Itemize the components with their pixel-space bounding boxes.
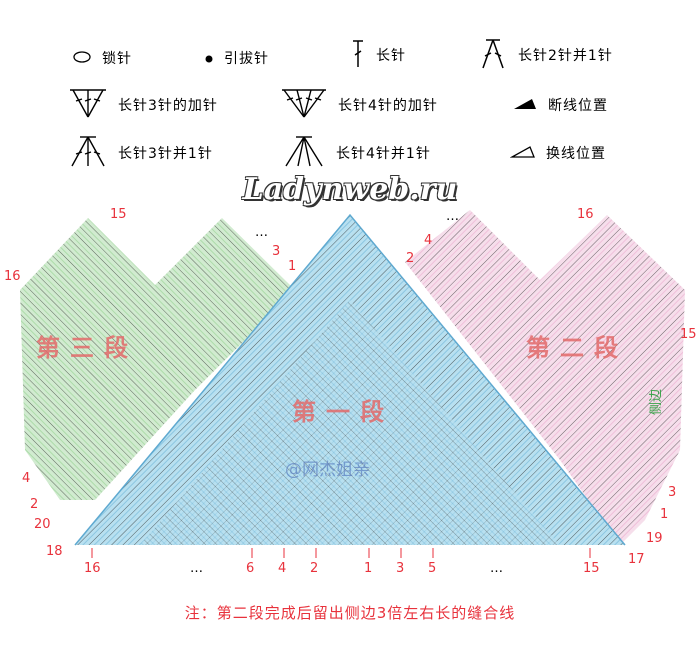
- brand-watermark: Ladynweb.ru: [242, 172, 458, 207]
- row-label: 18: [46, 544, 63, 559]
- row-label: …: [446, 209, 459, 224]
- row-label: 3: [272, 244, 280, 259]
- row-label: 4: [22, 471, 30, 486]
- dc3-increase-icon: [68, 87, 108, 123]
- legend-item-dc: 长针: [350, 40, 406, 70]
- legend-label: 长针3针的加针: [118, 98, 218, 114]
- legend-item-chain: 锁针: [72, 43, 132, 73]
- dc4tog-icon: [282, 134, 326, 172]
- legend-label: 长针3针并1针: [118, 146, 213, 162]
- legend-item-dc3inc: 长针3针的加针: [68, 87, 218, 123]
- row-label: …: [255, 225, 268, 240]
- third-section: [20, 218, 295, 500]
- row-label: 15: [110, 207, 127, 222]
- row-label: …: [490, 561, 503, 576]
- legend-item-join: 换线位置: [509, 138, 606, 168]
- slip-stitch-icon: [204, 49, 214, 68]
- row-label: 6: [246, 561, 254, 576]
- legend-label: 锁针: [102, 51, 132, 67]
- row-label: 5: [428, 561, 436, 576]
- row-label: 20: [34, 517, 51, 532]
- row-label: 17: [628, 552, 645, 567]
- row-label: 15: [680, 327, 697, 342]
- section-title-third: 第三段: [36, 334, 138, 362]
- legend-item-dc4inc: 长针4针的加针: [280, 87, 438, 123]
- row-label: 15: [583, 561, 600, 576]
- row-label: 16: [577, 207, 594, 222]
- row-label: 19: [646, 531, 663, 546]
- watermark-text: @网杰姐亲: [285, 460, 370, 480]
- chain-stitch-icon: [72, 49, 92, 68]
- section-title-side: 侧边: [649, 389, 664, 415]
- row-label: 2: [30, 497, 38, 512]
- legend-item-slip: 引拔针: [204, 43, 269, 73]
- bottom-arrows: [91, 548, 591, 558]
- double-crochet-icon: [350, 37, 366, 73]
- legend-label: 断线位置: [548, 98, 608, 114]
- legend-label: 换线位置: [546, 146, 606, 162]
- row-label: 4: [278, 561, 286, 576]
- legend-label: 长针4针的加针: [338, 98, 438, 114]
- row-label: 3: [668, 485, 676, 500]
- row-label: 1: [364, 561, 372, 576]
- legend-label: 长针: [376, 48, 406, 64]
- legend-item-dc3tog: 长针3针并1针: [68, 136, 213, 168]
- legend-item-dc2tog: 长针2针并1针: [478, 39, 613, 70]
- section-title-first: 第一段: [292, 398, 394, 426]
- row-label: 3: [396, 561, 404, 576]
- row-label: 2: [310, 561, 318, 576]
- section-title-second: 第二段: [526, 334, 628, 362]
- row-label: 1: [660, 507, 668, 522]
- row-label: 16: [4, 269, 21, 284]
- row-label: 1: [288, 259, 296, 274]
- second-section: [405, 210, 685, 545]
- first-section: [74, 213, 626, 546]
- row-label: 4: [424, 233, 432, 248]
- legend-item-dc4tog: 长针4针并1针: [282, 136, 431, 168]
- footnote: 注：第二段完成后留出侧边3倍左右长的缝合线: [184, 604, 516, 622]
- legend-label: 长针2针并1针: [518, 48, 613, 64]
- legend-label: 引拔针: [224, 51, 269, 67]
- row-label: 2: [406, 251, 414, 266]
- break-yarn-icon: [512, 96, 538, 115]
- row-label: 16: [84, 561, 101, 576]
- legend-item-break: 断线位置: [512, 90, 608, 120]
- row-label: …: [190, 561, 203, 576]
- dc4-increase-icon: [280, 87, 328, 123]
- legend-label: 长针4针并1针: [336, 146, 431, 162]
- dc2tog-icon: [478, 36, 508, 74]
- join-yarn-icon: [509, 144, 536, 163]
- dc3tog-icon: [68, 134, 108, 172]
